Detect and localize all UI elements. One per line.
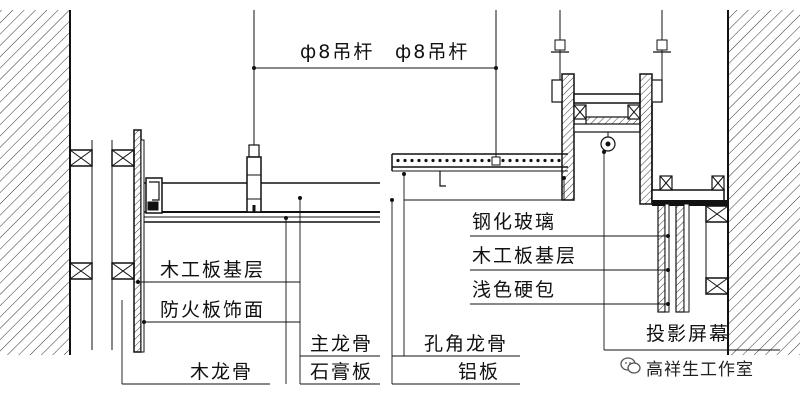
perforation-hole xyxy=(459,158,463,163)
label-perforated-keel: 孔角龙骨 xyxy=(424,333,508,355)
leader-dots xyxy=(136,66,670,324)
perforation-hole xyxy=(410,158,414,163)
label-wood-base-right: 木工板基层 xyxy=(472,245,577,267)
perforation-hole xyxy=(452,158,456,163)
label-rod-left: ф8吊杆 xyxy=(300,41,374,63)
label-rod-right: ф8吊杆 xyxy=(395,41,469,63)
label-aluminum-panel: 铝板 xyxy=(458,361,500,383)
label-projection-screen: 投影屏幕 xyxy=(646,323,730,345)
left-wall-keel-assembly xyxy=(69,140,135,350)
leader-lines xyxy=(121,67,780,385)
right-wall xyxy=(727,10,800,355)
screen-box-structure xyxy=(551,10,728,206)
perforation-hole xyxy=(508,158,512,163)
label-tempered-glass: 钢化玻璃 xyxy=(472,211,556,233)
perforation-hole xyxy=(550,158,554,163)
watermark-text: 高祥生工作室 xyxy=(646,360,754,380)
perforation-hole xyxy=(557,158,561,163)
perforation-hole xyxy=(466,158,470,163)
perforation-hole xyxy=(543,158,547,163)
perforation-hole xyxy=(480,158,484,163)
perforation-hole xyxy=(515,158,519,163)
label-gypsum-board: 石膏板 xyxy=(310,360,373,383)
perforation-hole xyxy=(396,158,400,163)
wechat-icon xyxy=(620,357,641,374)
label-wood-keel: 木龙骨 xyxy=(190,361,253,383)
perforation-hole xyxy=(431,158,435,163)
perforation-hole xyxy=(487,158,491,163)
perforation-hole xyxy=(417,158,421,163)
right-wall-cladding xyxy=(657,203,729,313)
perforated-keel-holes xyxy=(396,158,561,163)
label-main-keel: 主龙骨 xyxy=(310,333,373,355)
label-light-hard-pack: 浅色硬包 xyxy=(472,279,556,301)
perforation-hole xyxy=(445,158,449,163)
perforation-hole xyxy=(424,158,428,163)
perforation-hole xyxy=(529,158,533,163)
left-wall xyxy=(0,10,71,355)
right-ceiling xyxy=(391,10,568,187)
left-ceiling xyxy=(144,10,380,223)
left-wall-panels xyxy=(133,129,145,353)
label-wood-base-left: 木工板基层 xyxy=(160,259,265,281)
label-fireproof-board: 防火板饰面 xyxy=(160,299,265,321)
perforation-hole xyxy=(501,158,505,163)
perforation-hole xyxy=(403,158,407,163)
perforation-hole xyxy=(522,158,526,163)
perforation-hole xyxy=(536,158,540,163)
perforation-hole xyxy=(438,158,442,163)
perforation-hole xyxy=(473,158,477,163)
